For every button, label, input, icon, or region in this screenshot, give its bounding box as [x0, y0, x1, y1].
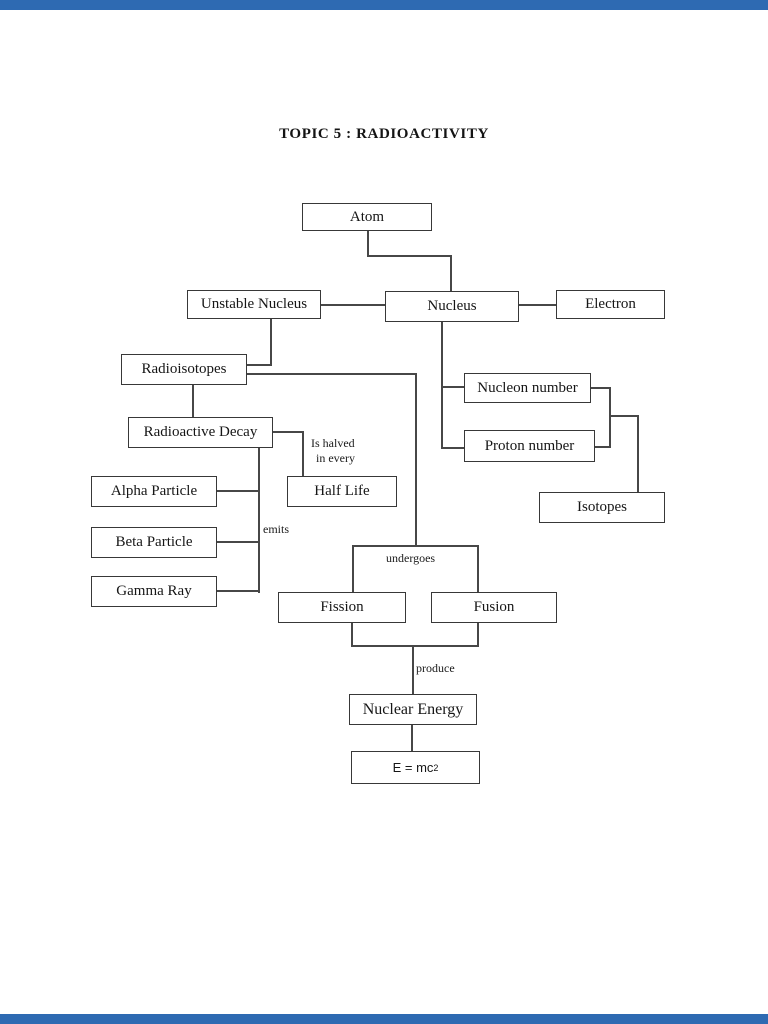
- connector-proton-right: [595, 446, 611, 448]
- connector-fission-up: [352, 545, 354, 592]
- connector-gamma-link: [217, 590, 260, 592]
- connector-produce-bar: [351, 645, 479, 647]
- connector-produce-vertical: [412, 645, 414, 694]
- node-gamma-ray: Gamma Ray: [91, 576, 217, 607]
- node-isotopes: Isotopes: [539, 492, 665, 523]
- connector-atom-elbow: [367, 255, 452, 257]
- edge-label-produce: produce: [416, 661, 455, 675]
- connector-unstable-down: [270, 319, 272, 366]
- node-unstable-nucleus: Unstable Nucleus: [187, 290, 321, 319]
- connector-emits-vertical: [258, 448, 260, 593]
- node-radioisotopes: Radioisotopes: [121, 354, 247, 385]
- edge-label-emits: emits: [263, 522, 289, 536]
- connector-numbers-join: [609, 387, 611, 448]
- connector-nucleus-up: [450, 255, 452, 291]
- connector-decay-right: [273, 431, 304, 433]
- bottom-accent-bar: [0, 1014, 768, 1024]
- edge-label-is-halved-line1: Is halved: [311, 436, 355, 450]
- node-alpha-particle: Alpha Particle: [91, 476, 217, 507]
- connector-undergoes-bar: [352, 545, 479, 547]
- connector-beta-link: [217, 541, 260, 543]
- connector-nucleus-down: [441, 322, 443, 449]
- node-beta-particle: Beta Particle: [91, 527, 217, 558]
- top-accent-bar: [0, 0, 768, 10]
- connector-nucleon-right: [591, 387, 611, 389]
- connector-radioisotopes-down: [192, 385, 194, 417]
- node-nucleon-number: Nucleon number: [464, 373, 591, 403]
- node-atom: Atom: [302, 203, 432, 231]
- emc2-base: E = mc: [392, 760, 434, 775]
- connector-to-radioisotopes: [247, 364, 272, 366]
- node-proton-number: Proton number: [464, 430, 595, 462]
- page-title: TOPIC 5 : RADIOACTIVITY: [279, 126, 489, 142]
- connector-radioisotopes-right: [247, 373, 417, 375]
- emc2-exponent: 2: [433, 762, 439, 773]
- connector-fission-down: [351, 623, 353, 647]
- connector-unstable-nucleus: [321, 304, 385, 306]
- edge-label-is-halved: Is halved in every: [311, 436, 355, 466]
- node-electron: Electron: [556, 290, 665, 319]
- connector-nucleus-electron: [519, 304, 556, 306]
- edge-label-undergoes: undergoes: [386, 551, 436, 565]
- connector-alpha-link: [217, 490, 260, 492]
- connector-proton-left: [441, 447, 465, 449]
- node-half-life: Half Life: [287, 476, 397, 507]
- connector-energy-emc2: [411, 725, 413, 751]
- connector-fusion-up: [477, 545, 479, 592]
- node-fusion: Fusion: [431, 592, 557, 623]
- node-radioactive-decay: Radioactive Decay: [128, 417, 273, 448]
- connector-undergoes-vertical: [415, 373, 417, 547]
- connector-halflife-vertical: [302, 431, 304, 476]
- connector-fusion-down: [477, 623, 479, 647]
- node-nucleus: Nucleus: [385, 291, 519, 322]
- connector-isotopes-elbow: [609, 415, 639, 417]
- connector-nucleon-left: [441, 386, 464, 388]
- connector-isotopes-vertical: [637, 415, 639, 492]
- connector-atom-down: [367, 231, 369, 257]
- node-nuclear-energy: Nuclear Energy: [349, 694, 477, 725]
- edge-label-is-halved-line2: in every: [316, 451, 355, 465]
- node-fission: Fission: [278, 592, 406, 623]
